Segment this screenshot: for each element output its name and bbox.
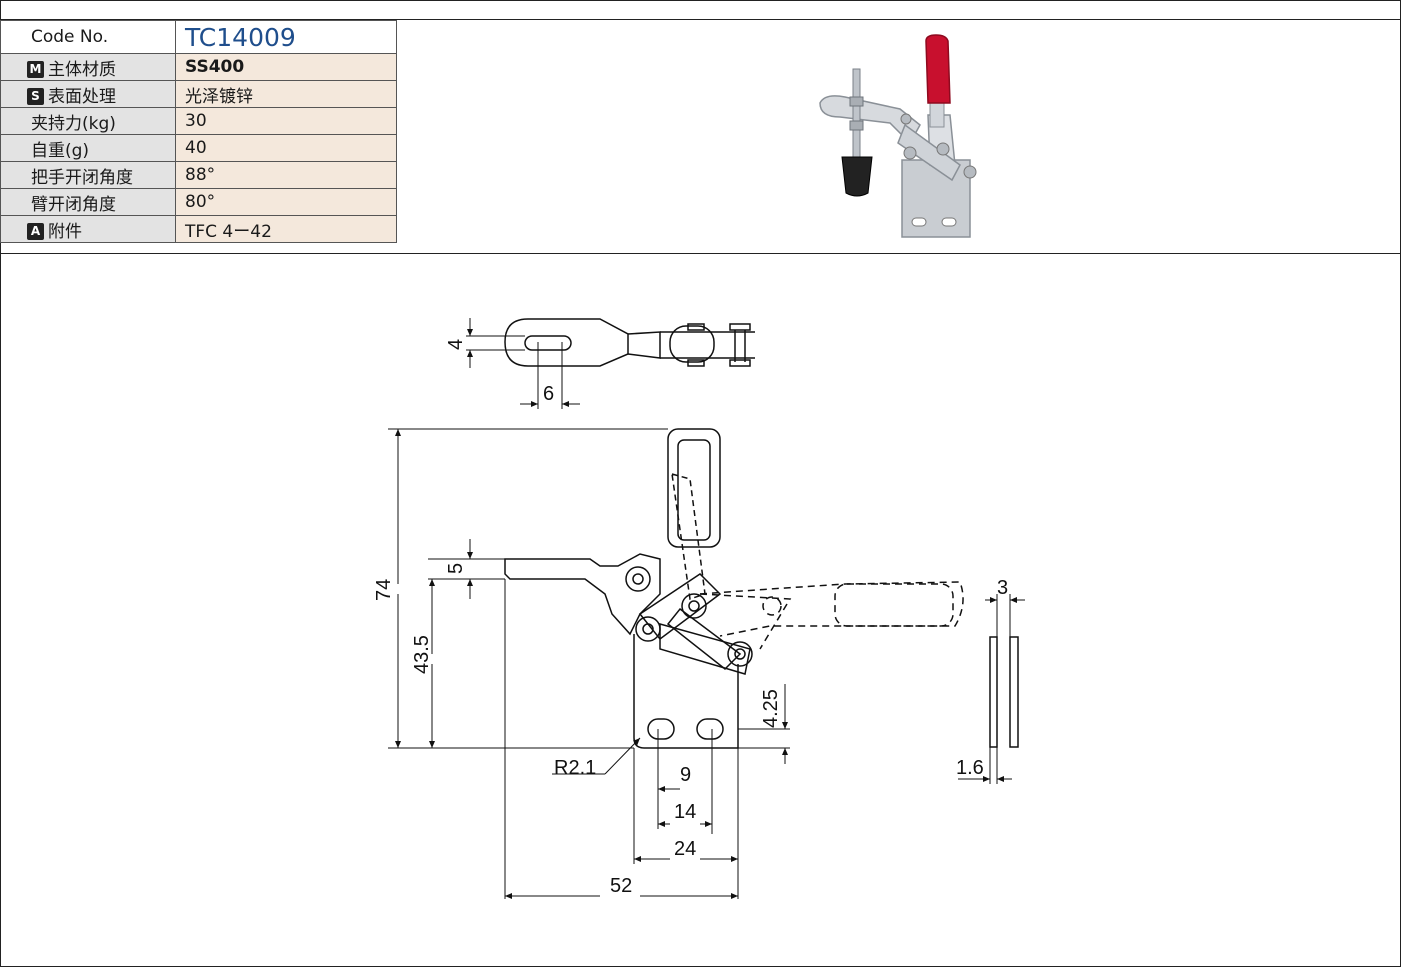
dim-plate-thickness — [958, 747, 1012, 784]
dim-hole-offset — [738, 684, 790, 764]
spec-row-force: 夹持力(kg) 30 — [0, 107, 397, 135]
section-divider — [0, 253, 1401, 254]
accessory-badge-icon: A — [27, 223, 44, 240]
spec-label: 自重(g) — [0, 134, 176, 162]
pivot-rivet — [903, 146, 917, 160]
code-value: TC14009 — [175, 20, 397, 54]
spec-value: 88° — [175, 161, 397, 189]
dim-slot-length — [520, 342, 580, 409]
dim-arm-thickness — [428, 539, 505, 599]
spec-row-handle-angle: 把手开闭角度 88° — [0, 161, 397, 189]
clamp-product-photo — [819, 34, 977, 238]
spec-value: SS400 — [175, 53, 397, 81]
spec-label: 臂开闭角度 — [0, 188, 176, 216]
dim-hole-slot — [657, 729, 713, 834]
material-badge-icon: M — [27, 61, 44, 78]
top-rule — [0, 19, 1401, 20]
radius-leader — [604, 737, 641, 775]
dim-label-base-width: 24 — [674, 838, 696, 860]
top-view — [504, 318, 755, 367]
dim-label-total-height: 74 — [373, 579, 395, 601]
spec-row-arm-angle: 臂开闭角度 80° — [0, 188, 397, 216]
spec-label: 表面处理 — [48, 86, 116, 107]
pivot-rivet — [963, 165, 977, 179]
dim-side-width — [985, 594, 1025, 637]
pivot-rivet — [936, 142, 950, 156]
dim-label-spindle-height: 43.5 — [411, 635, 433, 674]
spindle-bolt — [852, 68, 861, 158]
surface-badge-icon: S — [27, 88, 44, 105]
spec-label: 夹持力(kg) — [0, 107, 176, 135]
dim-label-slot-width: 4 — [445, 339, 467, 350]
spec-label: 把手开闭角度 — [0, 161, 176, 189]
spec-row-weight: 自重(g) 40 — [0, 134, 397, 162]
base-slot-right — [941, 217, 957, 227]
code-label: Code No. — [0, 20, 176, 54]
dim-label-side-width: 3 — [997, 577, 1008, 599]
dim-label-slot-length: 6 — [543, 383, 554, 405]
dim-label-hole-pitch: 14 — [674, 801, 696, 823]
dim-base-width — [633, 748, 739, 899]
spec-value: 40 — [175, 134, 397, 162]
handle-grip — [925, 34, 951, 104]
spindle-nut — [849, 120, 864, 131]
dim-hole-pitch — [657, 794, 712, 829]
spec-label: 附件 — [48, 221, 82, 242]
base-slot-left — [911, 217, 927, 227]
spec-value: 30 — [175, 107, 397, 135]
spindle-nut — [849, 96, 864, 107]
dim-label-corner-radius: R2.1 — [554, 757, 596, 779]
dim-label-arm-thickness: 5 — [445, 563, 467, 574]
front-view — [504, 428, 964, 749]
side-view — [989, 636, 1019, 748]
base-plate — [901, 159, 971, 238]
pivot-rivet — [900, 113, 912, 125]
dim-label-hole-offset: 4.25 — [760, 689, 782, 728]
dim-total-height — [388, 428, 668, 749]
dim-slot-width — [466, 318, 525, 368]
spec-row-code: Code No. TC14009 — [0, 20, 397, 54]
spec-label: 主体材质 — [48, 59, 116, 80]
dim-label-plate-thickness: 1.6 — [956, 757, 984, 779]
dim-label-hole-slot: 9 — [680, 764, 691, 786]
spec-value: TFC 4ー42 — [175, 215, 397, 243]
spec-value: 光泽镀锌 — [175, 80, 397, 108]
dim-overall-length — [504, 579, 738, 899]
dim-label-overall-length: 52 — [610, 875, 632, 897]
spec-value: 80° — [175, 188, 397, 216]
dimension-drawing: 4 6 74 5 43.5 4.25 R2.1 9 14 24 52 3 1.6 — [373, 318, 1025, 899]
spindle-rubber-tip — [841, 156, 873, 197]
